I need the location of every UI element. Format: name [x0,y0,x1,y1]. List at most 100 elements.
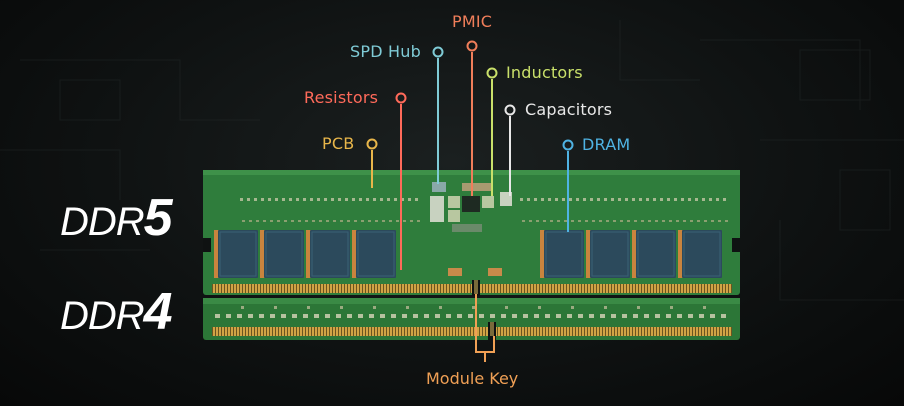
smd-dot [387,198,390,201]
smd-dot [373,198,376,201]
ddr4-smd-part [534,314,539,318]
smd-dot [534,198,537,201]
pcb-label: PCB [322,134,355,153]
ddr4-smd-part [270,314,275,318]
ddr4-smd-part [622,314,627,318]
ddr5-prefix: DDR [60,200,145,244]
ddr5-center-pad-left [448,268,462,276]
smd-dot [578,220,581,222]
smd-dot [249,220,252,222]
dram-chip-edge [311,231,349,277]
ddr4-smd-part [655,314,660,318]
smd-dot [275,198,278,201]
smd-dot [310,198,313,201]
dram-chip-edge [219,231,257,277]
smd-dot [550,220,553,222]
dram-side-resistors [678,230,683,278]
smd-dot [520,198,523,201]
smd-dot [606,220,609,222]
dram-chip [590,230,630,278]
ddr5-side-notch-left [203,238,211,252]
smd-dot [284,220,287,222]
smd-dot [667,198,670,201]
smd-dot [536,220,539,222]
dram-chip-edge [357,231,395,277]
ddr4-smd-part [274,306,277,309]
smd-dot [326,220,329,222]
smd-dot [331,198,334,201]
smd-dot [389,220,392,222]
pmic-chip [462,196,480,212]
dram-side-resistors [586,230,591,278]
ddr4-smd-part [391,314,396,318]
smd-dot [590,198,593,201]
smd-dot [541,198,544,201]
spd-hub-leader-dot [432,46,444,58]
smd-dot [380,198,383,201]
smd-dot [571,220,574,222]
inductors-label: Inductors [506,63,583,82]
smd-dot [632,198,635,201]
spd-hub-chip [432,182,446,192]
ddr4-smd-part [241,306,244,309]
smd-dot [396,220,399,222]
smd-dot [597,198,600,201]
smd-dot [555,198,558,201]
dram-chip [682,230,722,278]
dram-side-resistors [540,230,545,278]
module-key-label: Module Key [426,369,519,388]
ddr4-smd-part [633,314,638,318]
dram-side-resistors [214,230,219,278]
smd-dot [359,198,362,201]
smd-dot [291,220,294,222]
smd-dot [697,220,700,222]
ddr4-smd-part [380,314,385,318]
smd-dot [354,220,357,222]
ddr4-smd-part [523,314,528,318]
ddr4-smd-part [303,314,308,318]
smd-dot [604,198,607,201]
smd-dot [242,220,245,222]
ddr4-smd-part [479,314,484,318]
ddr4-smd-part [406,306,409,309]
ddr4-smd-part [505,306,508,309]
ddr4-smd-part [556,314,561,318]
smd-dot [240,198,243,201]
ddr4-smd-part [248,314,253,318]
smd-dot [716,198,719,201]
ddr4-smd-part [424,314,429,318]
ddr4-smd-part [340,306,343,309]
ddr4-smd-part [699,314,704,318]
smd-dot [725,220,728,222]
smd-dot [557,220,560,222]
ddr4-smd-part [545,314,550,318]
smd-dot [613,220,616,222]
smd-dot [548,198,551,201]
smd-dot [639,198,642,201]
smd-dot [569,198,572,201]
ddr4-smd-part [677,314,682,318]
smd-dot [688,198,691,201]
ddr5-label: DDR5 [60,188,173,248]
resistors-label: Resistors [304,88,379,107]
ddr5-side-notch-right [732,238,740,252]
smd-dot [676,220,679,222]
ddr4-smd-part [325,314,330,318]
smd-dot [263,220,266,222]
ddr4-smd-part [589,314,594,318]
ddr4-smd-part [336,314,341,318]
smd-dot [690,220,693,222]
ddr4-prefix: DDR [60,294,145,338]
smd-dot [366,198,369,201]
ddr4-smd-part [413,314,418,318]
smd-dot [268,198,271,201]
ddr4-smd-part [215,314,220,318]
smd-dot [270,220,273,222]
ddr4-smd-part [538,306,541,309]
smd-dot [674,198,677,201]
ddr4-smd-part [567,314,572,318]
ddr4-smd-part [373,306,376,309]
ddr4-smd-part [314,314,319,318]
ddr4-smd-part [512,314,517,318]
